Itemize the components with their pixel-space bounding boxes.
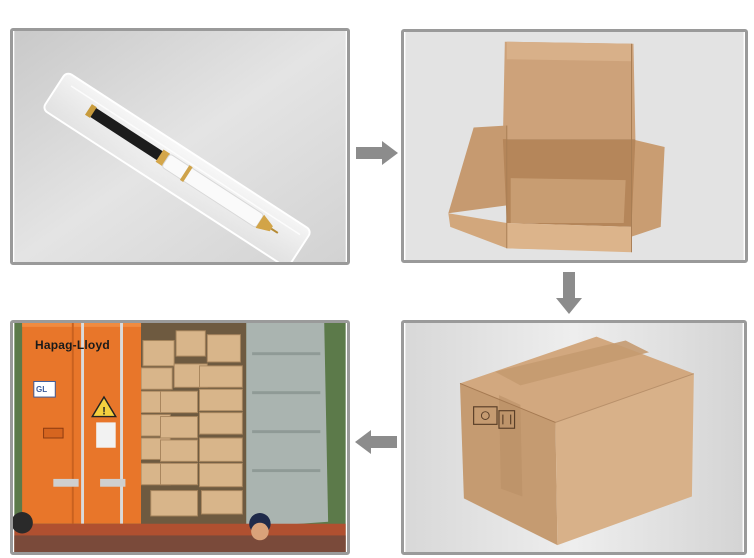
pen-in-plastic-sleeve-icon [14, 31, 346, 262]
container-panel: ! Hapag-Lloyd GL [10, 320, 350, 555]
svg-text:!: ! [102, 406, 106, 418]
sealed-box-panel [401, 320, 747, 555]
sealed-carton-box-icon [405, 323, 743, 552]
open-box-panel [401, 29, 748, 263]
container-brand-text: Hapag-Lloyd [35, 338, 110, 352]
shipping-container-icon: ! [13, 323, 346, 552]
open-carton-box-icon [405, 32, 744, 260]
arrow-down-icon [556, 272, 582, 314]
certification-mark: GL [36, 385, 48, 394]
pen-sleeve-panel [10, 28, 350, 265]
arrow-left-icon [355, 430, 397, 454]
arrow-right-icon [356, 141, 398, 165]
